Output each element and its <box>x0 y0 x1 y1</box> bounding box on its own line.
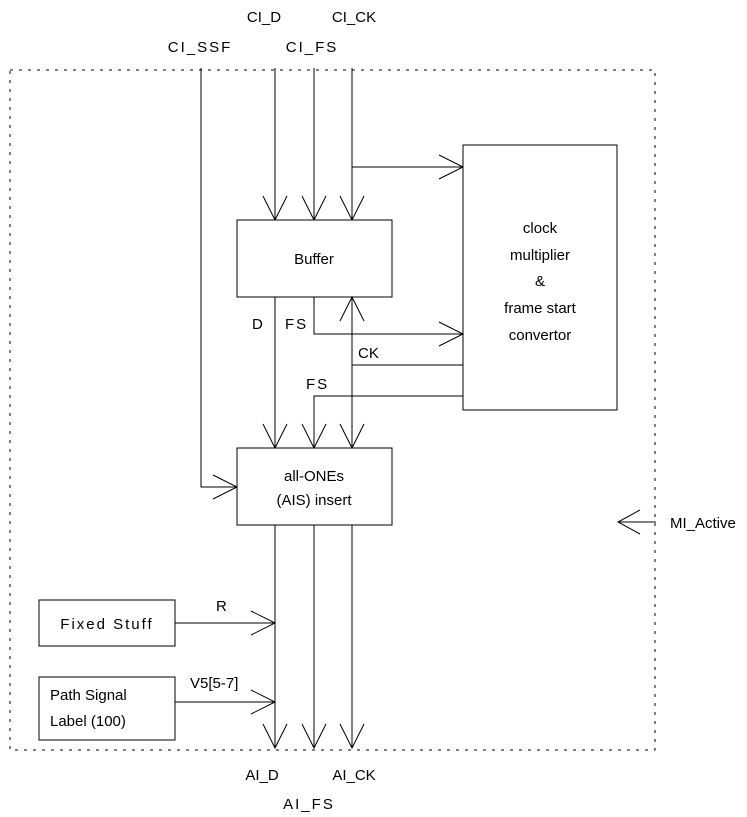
path-signal-label-block <box>38 676 176 741</box>
fixed-stuff-label: Fixed Stuff <box>60 616 153 633</box>
label-ci-d: CI_D <box>247 9 281 26</box>
arrow-ai-d-icon <box>262 723 288 750</box>
clock-label-line-4: frame start <box>504 300 577 317</box>
wire-fs-return <box>313 395 463 448</box>
arrow-fs-to-clock-icon <box>438 321 465 347</box>
label-d: D <box>252 316 263 333</box>
buffer-label: Buffer <box>294 251 334 268</box>
label-fs-clock: FS <box>306 376 329 393</box>
arrow-r-icon <box>250 610 277 636</box>
clock-label-line-2: multiplier <box>510 247 570 264</box>
label-ai-ck: AI_CK <box>332 767 375 784</box>
label-ci-fs: CI_FS <box>286 39 339 56</box>
label-ck: CK <box>358 345 379 362</box>
label-ai-fs: AI_FS <box>283 796 335 813</box>
arrow-ai-fs-icon <box>301 723 327 750</box>
path-signal-label-line-2: Label (100) <box>50 713 126 730</box>
function-boundary <box>9 69 656 751</box>
label-fs-buffer: FS <box>285 316 308 333</box>
clock-label-line-5: convertor <box>509 327 572 344</box>
label-mi-active: MI_Active <box>670 515 736 532</box>
ais-label-line-1: all-ONEs <box>284 468 344 485</box>
wire-ci-ssf <box>200 68 237 488</box>
ais-label-line-2: (AIS) insert <box>276 492 352 509</box>
clock-label-line-3: & <box>535 273 545 290</box>
clock-label-line-1: clock <box>523 220 558 237</box>
fixed-stuff-block <box>38 599 176 647</box>
path-signal-label-line-1: Path Signal <box>50 687 127 704</box>
ais-insert-block <box>236 447 393 526</box>
clock-multiplier-block <box>462 144 618 411</box>
arrow-ai-ck-icon <box>339 723 365 750</box>
arrow-v5-icon <box>250 689 277 715</box>
label-ci-ssf: CI_SSF <box>168 39 233 56</box>
label-ai-d: AI_D <box>245 767 279 784</box>
arrow-ck-to-buffer-icon <box>339 295 365 322</box>
label-v5: V5[5-7] <box>190 675 238 692</box>
label-ci-ck: CI_CK <box>332 9 376 26</box>
label-r: R <box>216 598 227 615</box>
wire-fs-to-clock <box>313 297 463 335</box>
